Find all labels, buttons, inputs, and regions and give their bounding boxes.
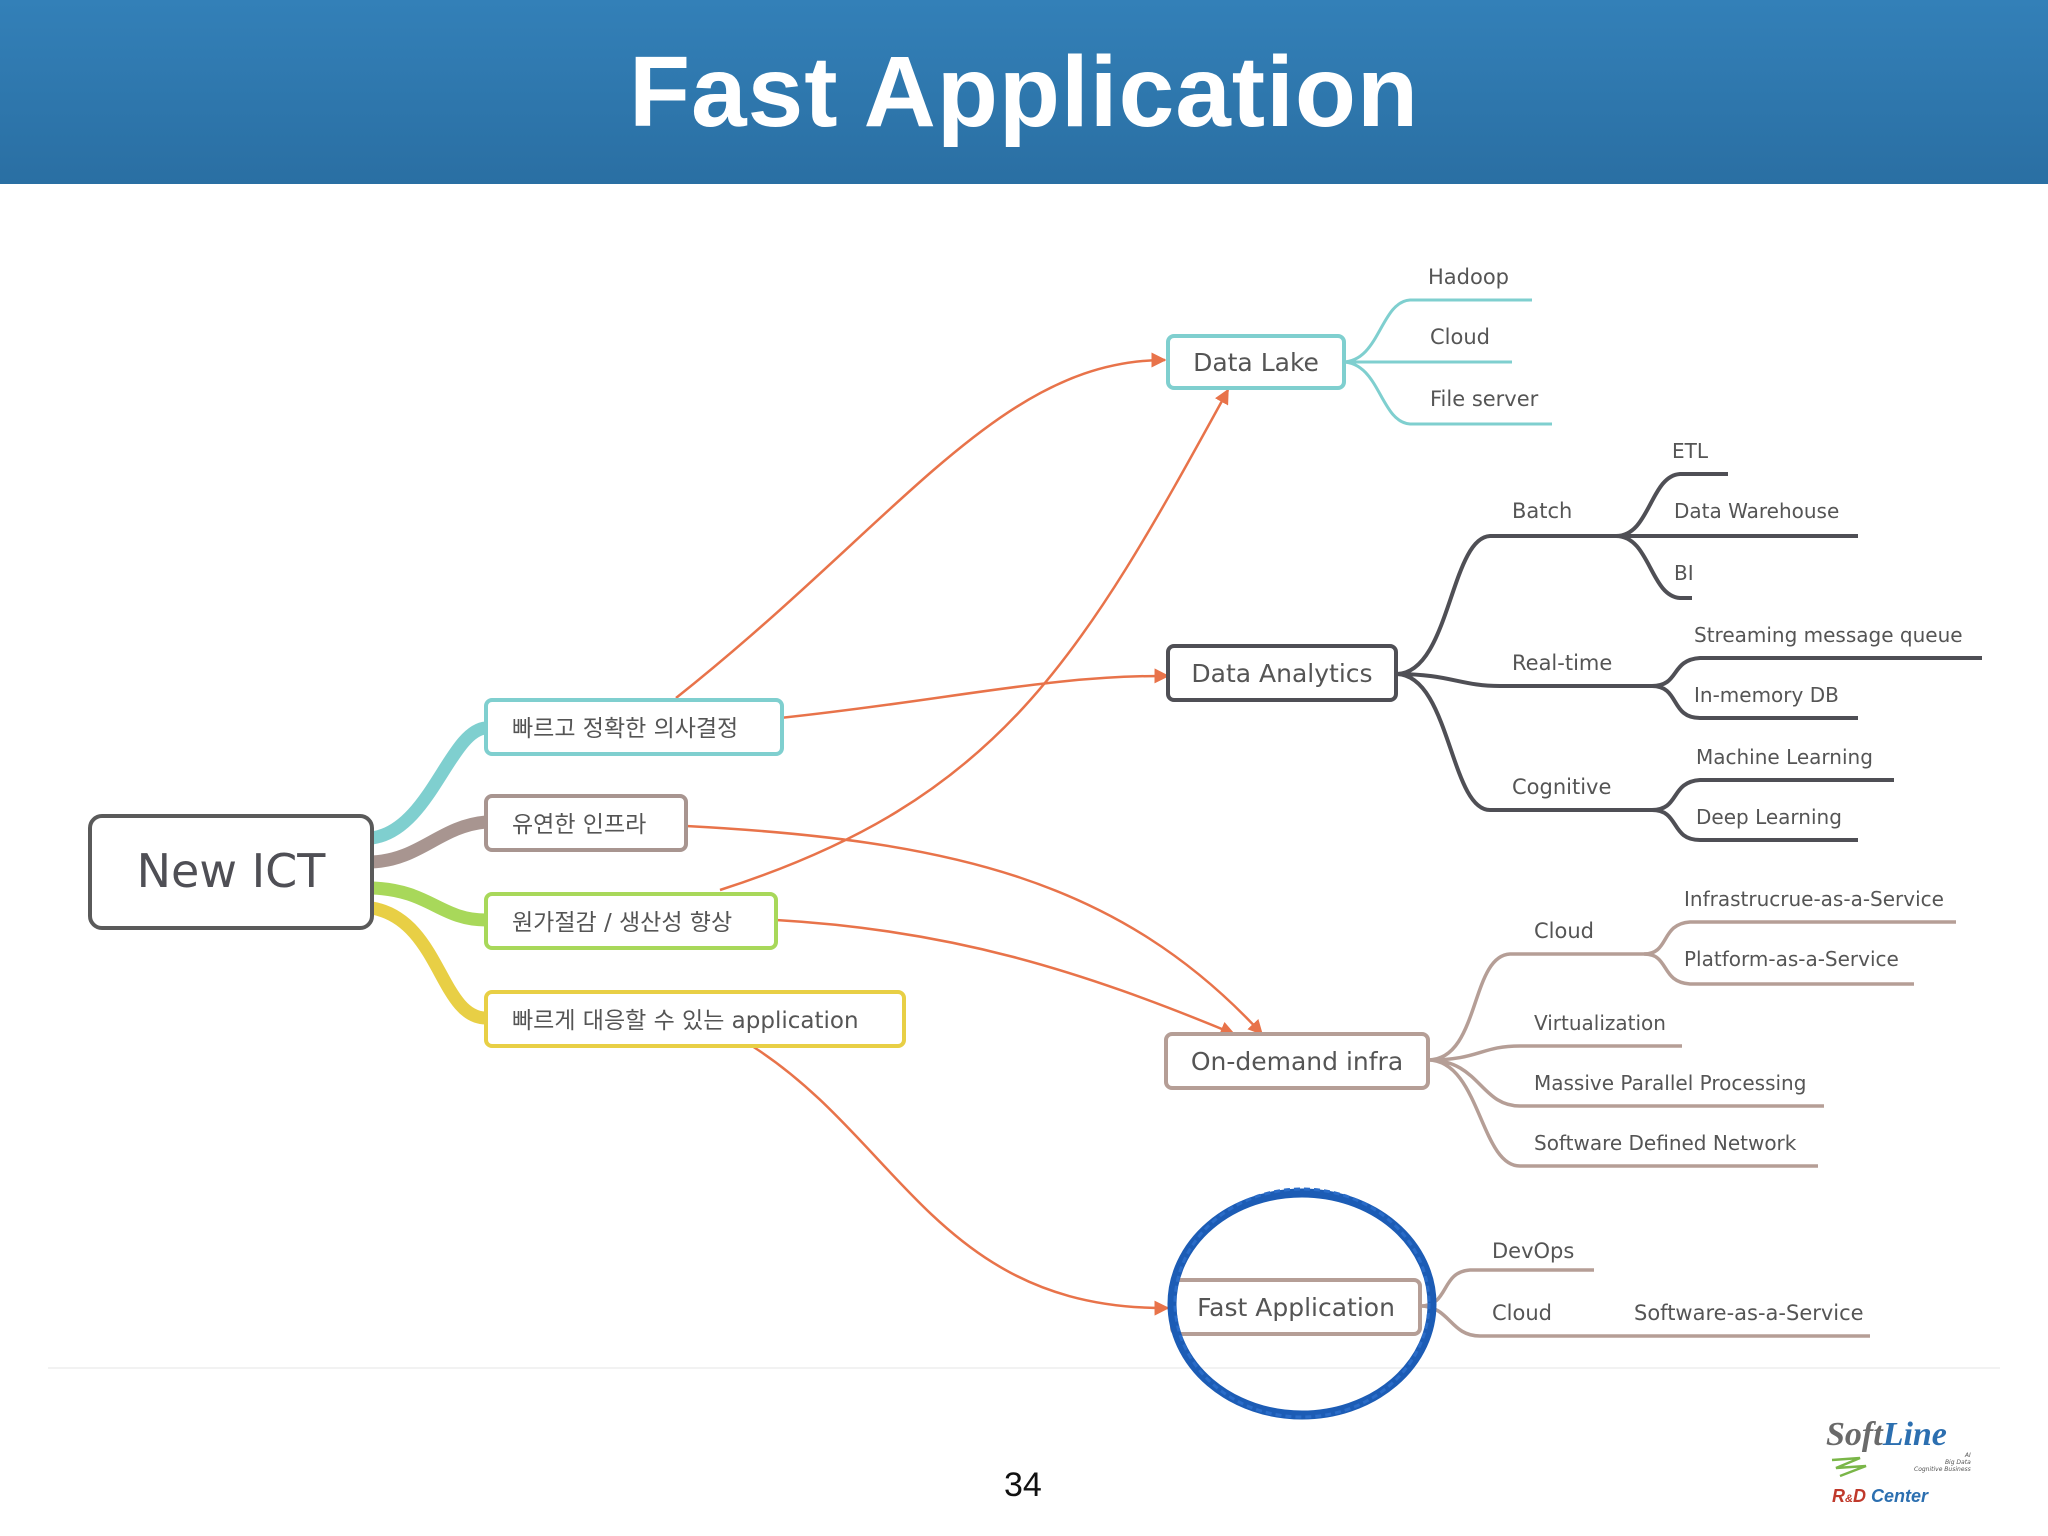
batch-label: Batch	[1512, 499, 1572, 523]
connector-cognitive	[1651, 778, 1894, 842]
logo-line: Line	[1882, 1416, 1947, 1453]
arrow-goal4-fastapp	[751, 1044, 1170, 1316]
datalake-child-fileserver: File server	[1430, 387, 1539, 411]
ondemand-node: On-demand infra	[1164, 1032, 1430, 1090]
ondemand-label: On-demand infra	[1191, 1047, 1403, 1076]
ondemand-cloud-label: Cloud	[1534, 919, 1594, 943]
goal-node-3: 원가절감 / 생산성 향상	[484, 892, 778, 950]
goal-label-4: 빠르게 대응할 수 있는 application	[512, 1008, 859, 1034]
arrow-goal1-dataanalytics	[779, 668, 1170, 720]
logo-d: D	[1852, 1486, 1866, 1506]
ondemand-cloud-iaas: Infrastrucrue-as-a-Service	[1684, 887, 1944, 911]
ondemand-child-virtualization: Virtualization	[1534, 1011, 1666, 1035]
realtime-child-imdb: In-memory DB	[1694, 683, 1839, 707]
goal-label-3: 원가절감 / 생산성 향상	[512, 910, 732, 936]
arrow-goal1-datalake	[675, 352, 1167, 699]
slide-title: Fast Application	[628, 35, 1420, 148]
connector-ondemand	[1427, 952, 1824, 1168]
logo-tag-1: AI	[1964, 1452, 1971, 1459]
highlight-circle	[1167, 1187, 1437, 1420]
logo-brand: SoftLine	[1826, 1416, 1947, 1454]
logo-center-text: Center	[1870, 1486, 1928, 1506]
fastapp-label: Fast Application	[1197, 1293, 1395, 1322]
connector-root-goal4	[365, 901, 493, 1025]
connector-ondemand-cloud	[1643, 920, 1956, 986]
goal-node-2: 유연한 인프라	[484, 794, 688, 852]
fastapp-cloud: Cloud	[1492, 1301, 1552, 1325]
connector-dataanalytics	[1395, 534, 1656, 812]
softline-logo: SoftLine AI Big Data Cognitive Business …	[1820, 1416, 2010, 1526]
logo-soft: Soft	[1826, 1416, 1883, 1453]
cognitive-label: Cognitive	[1512, 775, 1611, 799]
connector-root-goal2	[365, 815, 493, 869]
datalake-label: Data Lake	[1193, 348, 1319, 377]
ondemand-child-mpp: Massive Parallel Processing	[1534, 1071, 1806, 1095]
fastapp-devops: DevOps	[1492, 1239, 1574, 1263]
realtime-child-smq: Streaming message queue	[1694, 623, 1963, 647]
logo-tags: AI Big Data Cognitive Business	[1914, 1452, 1971, 1473]
title-banner: Fast Application	[0, 0, 2048, 184]
datalake-node: Data Lake	[1166, 334, 1346, 390]
batch-child-dw: Data Warehouse	[1674, 499, 1839, 523]
dataanalytics-node: Data Analytics	[1166, 644, 1398, 702]
root-label: New ICT	[137, 844, 327, 898]
goal-node-4: 빠르게 대응할 수 있는 application	[484, 990, 906, 1048]
cognitive-child-ml: Machine Learning	[1696, 745, 1873, 769]
arrow-goal3-ondemand	[775, 918, 1236, 1036]
logo-center: R&D Center	[1832, 1486, 1928, 1507]
connector-batch	[1615, 472, 1858, 600]
logo-zigzag-icon	[1831, 1456, 1867, 1478]
connector-root-goal3	[365, 881, 493, 927]
logo-r: R	[1832, 1486, 1845, 1506]
goal-label-1: 빠르고 정확한 의사결정	[512, 716, 738, 742]
logo-tag-2: Big Data	[1944, 1459, 1971, 1466]
cognitive-child-dl: Deep Learning	[1696, 805, 1842, 829]
logo-amp: &	[1845, 1493, 1853, 1505]
ondemand-cloud-paas: Platform-as-a-Service	[1684, 947, 1899, 971]
connector-datalake	[1341, 298, 1552, 426]
realtime-label: Real-time	[1512, 651, 1612, 675]
batch-child-etl: ETL	[1672, 439, 1709, 463]
arrow-goal3-datalake	[719, 388, 1230, 892]
connector-root-goal1	[365, 721, 493, 845]
arrow-goal2-ondemand	[685, 824, 1264, 1036]
datalake-child-hadoop: Hadoop	[1428, 265, 1509, 289]
ondemand-child-sdn: Software Defined Network	[1534, 1131, 1797, 1155]
fastapp-saas: Software-as-a-Service	[1634, 1301, 1864, 1325]
batch-child-bi: BI	[1674, 561, 1694, 585]
goal-node-1: 빠르고 정확한 의사결정	[484, 698, 784, 756]
logo-tag-3: Cognitive Business	[1914, 1466, 1971, 1473]
goal-label-2: 유연한 인프라	[512, 812, 646, 838]
dataanalytics-label: Data Analytics	[1191, 659, 1372, 688]
fastapp-node: Fast Application	[1170, 1278, 1422, 1336]
connector-realtime	[1651, 656, 1982, 720]
page-number: 34	[1004, 1466, 1042, 1504]
datalake-child-cloud: Cloud	[1430, 325, 1490, 349]
root-node: New ICT	[88, 814, 374, 930]
